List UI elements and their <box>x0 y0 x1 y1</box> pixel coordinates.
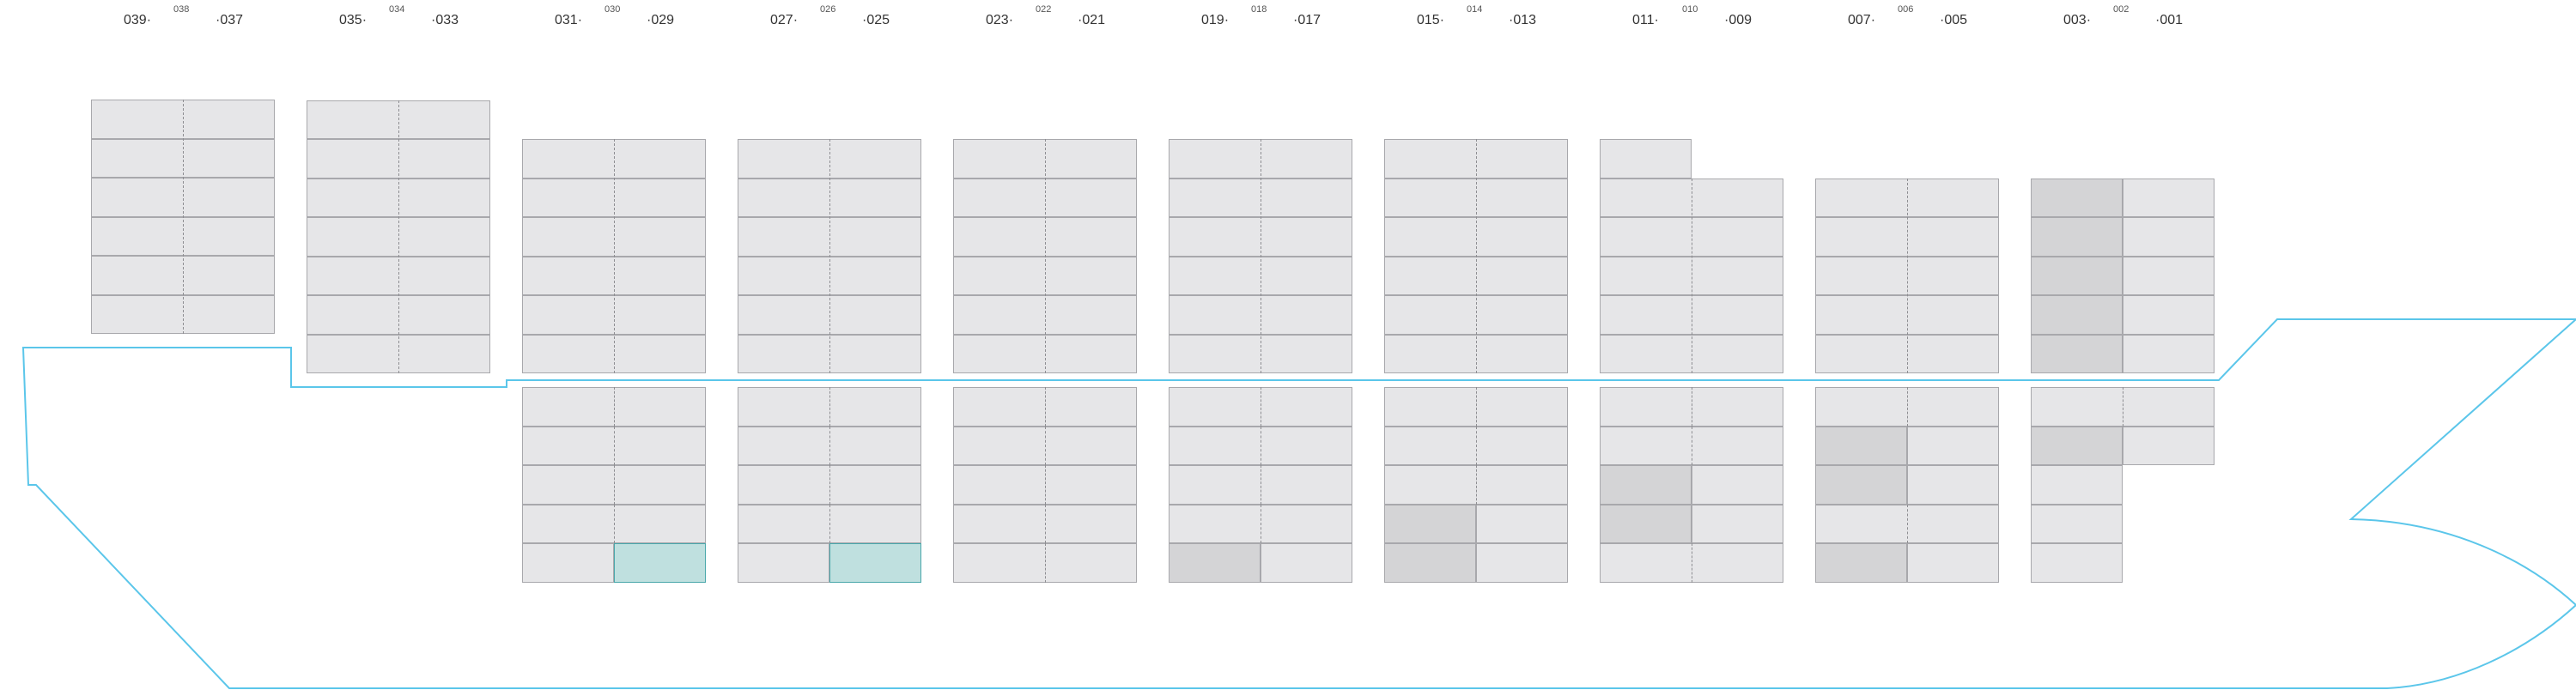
deck-slot[interactable] <box>2123 178 2215 217</box>
bay-label-left: 003· <box>2063 13 2092 27</box>
bay-center-divider <box>1476 426 1477 465</box>
deck-slot[interactable] <box>2123 334 2215 373</box>
bay-label-center: 034 <box>389 4 405 15</box>
bay-center-divider <box>614 426 615 465</box>
hold-slot[interactable] <box>1907 465 1999 505</box>
bay-label-center: 030 <box>605 4 621 15</box>
bay-label-left: 011· <box>1632 13 1659 27</box>
hold-slot[interactable] <box>1476 543 1568 583</box>
bay-center-divider <box>829 139 830 373</box>
deck-slot[interactable] <box>2123 217 2215 257</box>
bay-center-divider <box>398 100 399 373</box>
bay-center-divider <box>1045 504 1046 543</box>
bay-center-divider <box>829 504 830 543</box>
bay-center-divider <box>829 426 830 465</box>
bay-center-divider <box>1045 139 1046 373</box>
hold-slot[interactable] <box>2031 426 2123 465</box>
bay-center-divider <box>1907 387 1908 427</box>
hold-slot[interactable] <box>1384 543 1476 583</box>
bay-center-divider <box>183 100 184 334</box>
bay-label-left: 035· <box>339 13 368 27</box>
bay-label-center: 002 <box>2113 4 2129 15</box>
bay-label-left: 023· <box>986 13 1014 27</box>
hold-slot[interactable] <box>738 543 829 583</box>
bay-center-divider <box>614 387 615 427</box>
hold-slot[interactable] <box>1600 465 1692 505</box>
bay-label-left: 031· <box>555 13 583 27</box>
hold-slot[interactable] <box>2031 543 2123 583</box>
bay-label-center: 018 <box>1251 4 1267 15</box>
bay-center-divider <box>1045 543 1046 583</box>
hold-slot[interactable] <box>829 543 921 583</box>
bay-label-right: ·013 <box>1509 13 1537 27</box>
bay-label-center: 010 <box>1682 4 1698 15</box>
bay-center-divider <box>1476 465 1477 505</box>
hold-slot[interactable] <box>2031 504 2123 543</box>
hold-slot[interactable] <box>1600 504 1692 543</box>
deck-slot[interactable] <box>1600 139 1692 179</box>
bay-label-left: 015· <box>1417 13 1445 27</box>
hold-slot[interactable] <box>614 543 706 583</box>
bay-label-left: 039· <box>124 13 152 27</box>
bay-label-right: ·001 <box>2155 13 2184 27</box>
bay-label-center: 006 <box>1898 4 1914 15</box>
hold-slot[interactable] <box>1907 426 1999 465</box>
bay-center-divider <box>614 504 615 543</box>
bay-label-right: ·025 <box>862 13 890 27</box>
deck-slot[interactable] <box>2031 256 2123 295</box>
bay-center-divider <box>614 465 615 505</box>
bay-center-divider <box>1045 426 1046 465</box>
hold-slot[interactable] <box>1384 504 1476 543</box>
bay-center-divider <box>1476 387 1477 427</box>
bay-center-divider <box>829 465 830 505</box>
bay-label-center: 022 <box>1036 4 1052 15</box>
bay-label-right: ·037 <box>216 13 244 27</box>
hold-slot[interactable] <box>1815 543 1907 583</box>
deck-slot[interactable] <box>2031 295 2123 335</box>
bay-center-divider <box>829 387 830 427</box>
bay-center-divider <box>1045 387 1046 427</box>
hold-slot[interactable] <box>522 543 614 583</box>
deck-slot[interactable] <box>2123 256 2215 295</box>
hold-slot[interactable] <box>1261 543 1352 583</box>
deck-slot[interactable] <box>2123 295 2215 335</box>
hull-outline <box>21 318 2576 689</box>
bay-label-right: ·021 <box>1078 13 1106 27</box>
bay-center-divider <box>614 139 615 373</box>
hold-slot[interactable] <box>2031 465 2123 505</box>
bay-label-right: ·017 <box>1293 13 1321 27</box>
bay-label-right: ·033 <box>431 13 459 27</box>
bay-center-divider <box>1907 504 1908 543</box>
bay-label-right: ·009 <box>1724 13 1753 27</box>
deck-slot[interactable] <box>2031 178 2123 217</box>
bay-label-center: 038 <box>173 4 190 15</box>
bay-label-right: ·029 <box>647 13 675 27</box>
hold-slot[interactable] <box>1692 504 1783 543</box>
hold-slot[interactable] <box>1476 504 1568 543</box>
hold-slot[interactable] <box>1815 465 1907 505</box>
bay-label-center: 026 <box>820 4 836 15</box>
hold-slot[interactable] <box>1169 543 1261 583</box>
bay-label-left: 019· <box>1201 13 1230 27</box>
deck-slot[interactable] <box>2031 217 2123 257</box>
hold-slot[interactable] <box>1815 426 1907 465</box>
deck-slot[interactable] <box>2031 334 2123 373</box>
bay-label-left: 027· <box>770 13 799 27</box>
bay-label-left: 007· <box>1848 13 1876 27</box>
hold-slot[interactable] <box>1692 465 1783 505</box>
bay-center-divider <box>1907 178 1908 373</box>
bay-label-right: ·005 <box>1940 13 1968 27</box>
bay-label-center: 014 <box>1467 4 1483 15</box>
bay-center-divider <box>1476 139 1477 373</box>
hold-slot[interactable] <box>2123 426 2215 465</box>
bay-center-divider <box>1045 465 1046 505</box>
hold-slot[interactable] <box>1907 543 1999 583</box>
